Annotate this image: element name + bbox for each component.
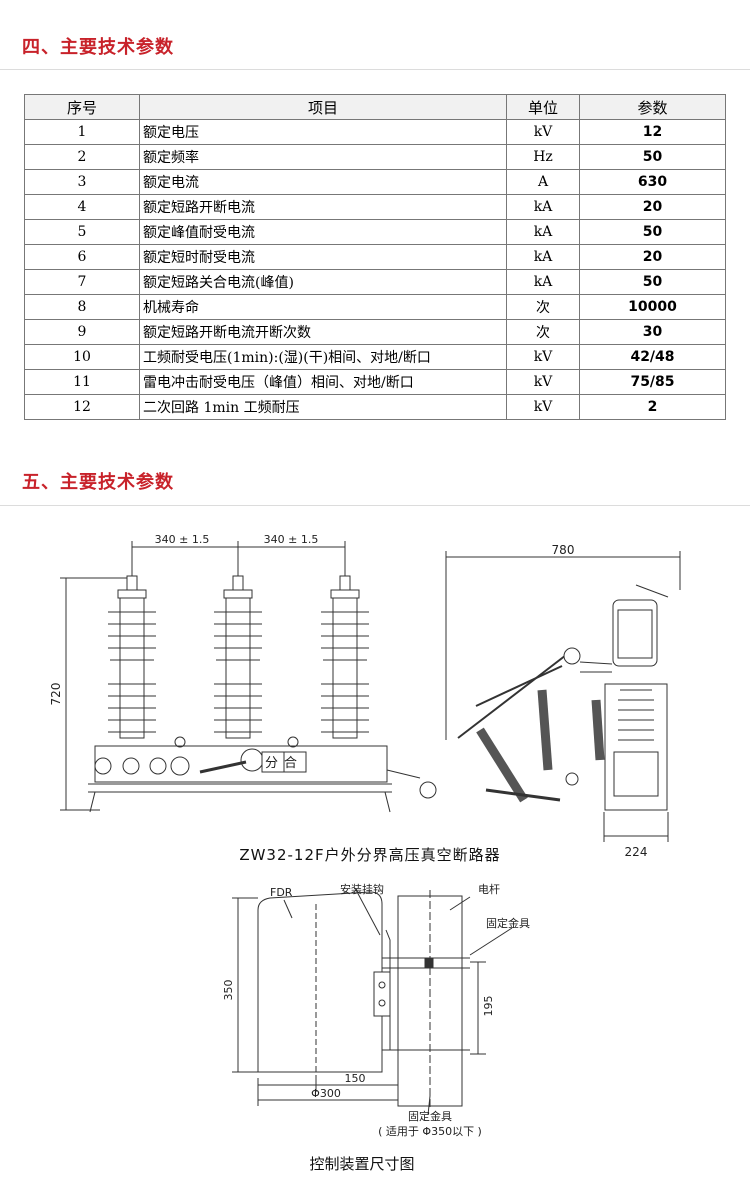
row-unit: 次 [506,319,580,345]
row-item: 额定电压 [139,119,507,145]
dimension-base: 224 [625,845,648,859]
label-pole: 电杆 [478,882,500,896]
breaker-side-view [445,551,681,842]
row-value: 2 [579,394,726,420]
row-index: 11 [24,369,140,395]
breaker-caption: ZW32-12F户外分界高压真空断路器 [239,846,500,864]
row-value: 75/85 [579,369,726,395]
row-item: 额定短路开断电流开断次数 [139,319,507,345]
row-item: 额定峰值耐受电流 [139,219,507,245]
row-value: 50 [579,269,726,295]
row-value: 42/48 [579,344,726,370]
row-value: 630 [579,169,726,195]
row-value: 50 [579,144,726,170]
row-item: 额定短路关合电流(峰值) [139,269,507,295]
row-unit: kV [506,369,580,395]
label-fixture-top: 固定金具 [486,916,530,930]
control-device-drawing [232,887,513,1116]
row-value: 12 [579,119,726,145]
row-unit: kA [506,219,580,245]
dimension-spacing-right: 340 ± 1.5 [264,533,319,546]
row-item: 雷电冲击耐受电压（峰值）相间、对地/断口 [139,369,507,395]
row-index: 6 [24,244,140,270]
label-fdr: FDR [270,886,293,899]
dimension-height: 720 [49,683,63,706]
dimension-150: 150 [345,1072,366,1085]
row-item: 工频耐受电压(1min):(湿)(干)相间、对地/断口 [139,344,507,370]
row-value: 50 [579,219,726,245]
row-index: 9 [24,319,140,345]
insulator-left [108,575,156,739]
row-unit: kA [506,269,580,295]
row-value: 30 [579,319,726,345]
row-item: 额定短时耐受电流 [139,244,507,270]
row-unit: kV [506,344,580,370]
row-unit: 次 [506,294,580,320]
breaker-front-view [60,541,437,813]
row-value: 20 [579,194,726,220]
row-item: 额定电流 [139,169,507,195]
insulator-middle [214,575,262,739]
insulator-right [321,575,369,739]
row-index: 2 [24,144,140,170]
section-5-title: 五、主要技术参数 [22,472,174,493]
row-unit: kA [506,244,580,270]
dimension-350: 350 [222,980,235,1001]
technical-drawing: 340 ± 1.5 340 ± 1.5 720 分合 780 224 ZW32-… [49,533,681,1173]
col-header-unit: 单位 [506,94,580,120]
dimension-spacing-left: 340 ± 1.5 [155,533,210,546]
row-index: 5 [24,219,140,245]
row-index: 1 [24,119,140,145]
dimension-depth: 780 [552,543,575,557]
divider [0,505,750,506]
control-device-caption: 控制装置尺寸图 [309,1155,414,1173]
row-index: 10 [24,344,140,370]
row-item: 额定短路开断电流 [139,194,507,220]
row-unit: Hz [506,144,580,170]
label-hook: 安装挂钩 [340,882,384,896]
row-unit: kV [506,394,580,420]
row-index: 3 [24,169,140,195]
switch-label: 分合 [265,756,303,771]
row-value: 10000 [579,294,726,320]
fixture-note: ( 适用于 Φ350以下 ) [378,1125,482,1138]
table-header-row: 序号 项目 单位 参数 [24,94,726,120]
label-fixture-bottom: 固定金具 [408,1109,452,1123]
row-unit: A [506,169,580,195]
row-index: 8 [24,294,140,320]
dimension-195: 195 [482,996,495,1017]
row-item: 机械寿命 [139,294,507,320]
row-index: 7 [24,269,140,295]
row-item: 二次回路 1min 工频耐压 [139,394,507,420]
col-header-item: 项目 [139,94,507,120]
section-4-title: 四、主要技术参数 [22,37,174,58]
row-index: 12 [24,394,140,420]
row-unit: kA [506,194,580,220]
divider [0,69,750,70]
row-value: 20 [579,244,726,270]
col-header-value: 参数 [579,94,726,120]
row-index: 4 [24,194,140,220]
dimension-phi300: Φ300 [311,1087,341,1100]
row-item: 额定频率 [139,144,507,170]
col-header-index: 序号 [24,94,140,120]
row-unit: kV [506,119,580,145]
